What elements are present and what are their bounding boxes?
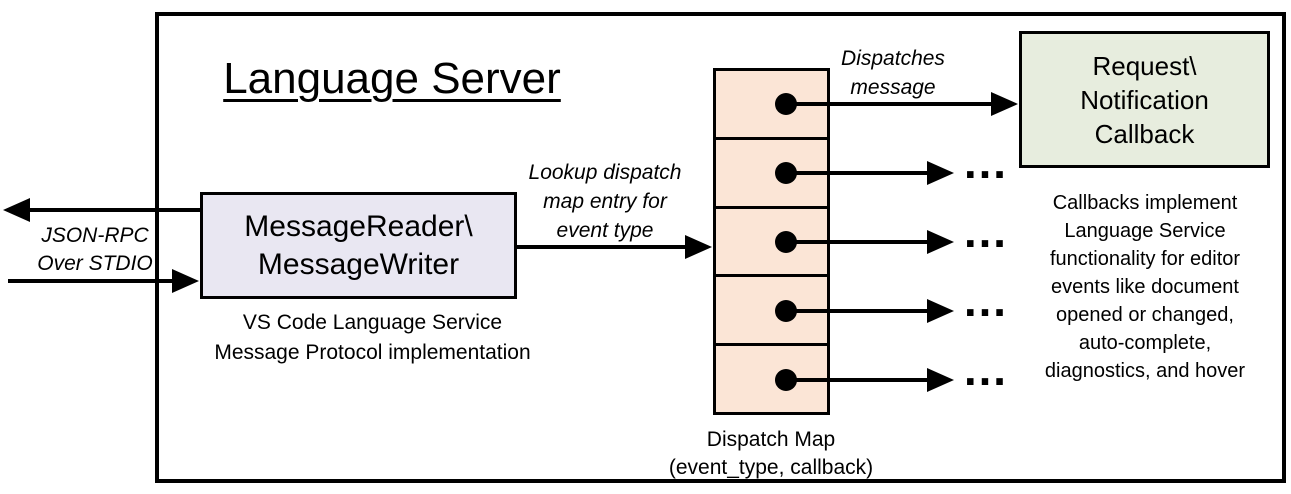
dispatch-map-cell <box>716 208 827 278</box>
dispatch-map-cell <box>716 277 827 347</box>
callbacks-note-line: Language Service <box>1064 220 1226 242</box>
ellipsis-marker: … <box>962 205 1010 257</box>
dispatch-map-cell <box>716 139 827 209</box>
callback-box-line2: Notification <box>1080 84 1209 115</box>
io-label-line2: Over STDIO <box>37 252 153 275</box>
callbacks-note-line: functionality for editor <box>1049 248 1241 270</box>
lookup-dispatch-label: Lookup dispatch map entry for event type <box>505 158 705 245</box>
io-label-line1: JSON-RPC <box>41 224 149 247</box>
dispatches-label-line1: Dispatches <box>841 47 945 70</box>
callback-box-line3: Callback <box>1094 118 1195 149</box>
callbacks-note-line: Callbacks implement <box>1052 192 1238 214</box>
callbacks-note-line: auto-complete, <box>1078 332 1212 354</box>
reader-box-caption: VS Code Language Service Message Protoco… <box>180 308 565 368</box>
dispatch-map-caption: Dispatch Map (event_type, callback) <box>646 426 896 482</box>
ellipsis-marker: … <box>962 343 1010 395</box>
lookup-label-line3: event type <box>556 219 654 242</box>
reader-caption-line1: VS Code Language Service <box>242 311 503 334</box>
io-channel-label: JSON-RPC Over STDIO <box>25 222 165 278</box>
reader-box-line1: MessageReader\ <box>244 209 473 243</box>
ellipsis-marker: … <box>962 136 1010 188</box>
dispatch-map-cell <box>716 346 827 412</box>
request-notification-callback-box: Request\ Notification Callback <box>1019 31 1270 168</box>
dispatch-caption-line2: (event_type, callback) <box>668 456 874 479</box>
callback-box-line1: Request\ <box>1092 50 1197 81</box>
callbacks-note: Callbacks implement Language Service fun… <box>1012 189 1278 385</box>
lookup-label-line1: Lookup dispatch <box>528 161 682 184</box>
callbacks-note-line: opened or changed, <box>1056 304 1234 326</box>
reader-box-line2: MessageWriter <box>257 247 460 281</box>
lookup-label-line2: map entry for <box>543 190 667 213</box>
language-server-boundary <box>155 12 1286 483</box>
reader-caption-line2: Message Protocol implementation <box>214 341 531 364</box>
callbacks-note-line: diagnostics, and hover <box>1044 360 1246 382</box>
dispatch-caption-line1: Dispatch Map <box>706 428 836 451</box>
dispatches-message-label: Dispatches message <box>833 44 953 102</box>
dispatches-label-line2: message <box>850 76 936 99</box>
callbacks-note-line: events like document <box>1051 276 1239 298</box>
ellipsis-marker: … <box>962 274 1010 326</box>
diagram-title: Language Server <box>223 54 561 103</box>
message-reader-writer-box: MessageReader\ MessageWriter <box>200 192 517 299</box>
dispatch-map-table <box>713 68 830 415</box>
dispatch-map-cell <box>716 71 827 140</box>
